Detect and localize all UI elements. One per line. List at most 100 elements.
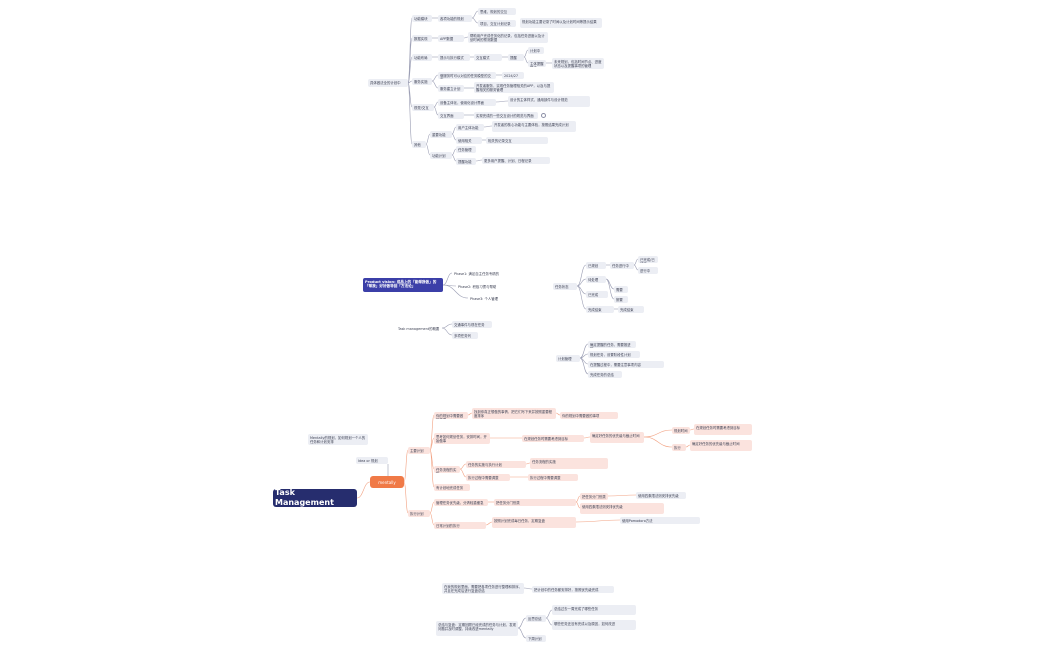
bottom-leaf-node[interactable]: 按照计划完成每日任务，定期复盘 <box>492 517 576 528</box>
top-subbranch-node[interactable]: 重要功能 <box>430 131 452 138</box>
bottom-leaf-node[interactable]: 确定好任务的优先级与截止时间 <box>690 440 752 451</box>
status-node[interactable]: 进行中 <box>638 267 658 274</box>
top-branch-node[interactable]: 数据实现 <box>412 35 432 42</box>
top-leaf-node[interactable]: 更多用户提醒、计划、日程记录 <box>482 157 550 164</box>
vision-phase-item[interactable]: Phase2: 积极习惯与帮助 <box>458 284 497 289</box>
top-leaf-node[interactable]: 任务管理 <box>456 146 476 153</box>
top-subbranch-node[interactable]: APP数据 <box>438 35 464 42</box>
collapse-toggle-icon[interactable] <box>541 113 546 118</box>
status-node[interactable]: 完成结束 <box>586 306 614 313</box>
footer-sub-node[interactable]: 下周计划 <box>526 635 546 642</box>
ideas-item[interactable]: 规划任务，设置阶段性计划 <box>588 351 640 358</box>
ideas-item[interactable]: 在提醒过程中，需要注意事项内容 <box>588 361 664 368</box>
top-branch-node[interactable]: 服务实施 <box>412 78 432 85</box>
bottom-leaf-node[interactable]: 在规划任务时需要考虑到目标 <box>522 435 584 442</box>
top-leaf-node[interactable]: 未来规划，包括时间节点、进度状态以及提醒事项的管理 <box>552 58 604 69</box>
bottom-leaf-node[interactable]: 在规划任务时需要考虑到目标 <box>694 424 752 435</box>
footer-note-child[interactable]: 把计划中的任务都安排好，按照优先级完成 <box>532 586 614 593</box>
bottom-leaf-node[interactable]: 使用Pomodoro方法 <box>620 517 700 524</box>
tm-approach-node[interactable]: Task management的概要 <box>398 326 440 331</box>
footer-sub-node[interactable]: 反思总结 <box>526 615 546 622</box>
bottom-leaf-node[interactable]: 把任务分门别类 <box>580 493 608 500</box>
top-leaf-node[interactable]: 帮助用户完成任务化的记录，包括任务进度以及计划时间的预测数据 <box>468 32 548 43</box>
top-leaf-node[interactable]: 相关的记录交互 <box>486 137 548 144</box>
top-subbranch-node[interactable]: 设备主体化，使用化设计界面 <box>438 99 496 106</box>
bottom-branch-node[interactable]: 执行计划 <box>408 510 430 517</box>
footer-leaf-node[interactable]: 总结过去一周完成了哪些任务 <box>552 605 636 615</box>
top-subbranch-node[interactable]: 各项功能的规划 <box>438 15 472 22</box>
status-node[interactable]: 完成结束 <box>618 306 644 313</box>
bottom-leaf-node[interactable]: 使用四象限法则安排优先级 <box>580 503 664 514</box>
connector-line <box>517 627 527 639</box>
top-branch-node[interactable]: 视觉/交互 <box>412 104 434 111</box>
bottom-leaf-node[interactable]: 把任务分门别类 <box>494 499 576 506</box>
top-leaf-node[interactable]: 设计的主体样式、通用部件与设计规范 <box>508 96 590 107</box>
ideas-item[interactable]: 确定提醒的任务，需要推进的 <box>588 341 636 348</box>
bottom-sub-node[interactable]: 管理任务优先级，分清轻重缓急 <box>434 499 488 506</box>
vision-phase-item[interactable]: Phase1: 满足自主任务专精的 <box>454 271 500 276</box>
bottom-leaf-node[interactable]: 你的规划中需要做的事项 <box>560 412 618 419</box>
top-leaf-node[interactable]: 思维、规划的交互 <box>478 8 516 15</box>
top-center-node[interactable]: 具体做法全的计划中 <box>368 79 408 87</box>
top-leaf-node[interactable]: 使用相关 <box>456 137 482 144</box>
top-branch-node[interactable]: 功能布局 <box>412 54 432 61</box>
product-vision-node[interactable]: Product vision: 成品上的「能帮我做」的「帮我」好好做导回「方法论… <box>363 278 443 292</box>
top-subbranch-node[interactable]: 服务建立计划 <box>438 85 464 92</box>
bottom-sub-node[interactable]: 你的规划中需要做的事项 <box>434 412 468 419</box>
top-leaf-node[interactable]: 提醒功能 <box>456 158 476 165</box>
ideas-hub-node[interactable]: 计划管理 <box>556 355 580 362</box>
tm-approach-item[interactable]: 交通事件与现在任务 <box>452 321 492 328</box>
status-node[interactable]: 已完成/已结束 <box>638 256 658 263</box>
top-leaf-node[interactable]: 主体提醒模块 <box>528 60 546 67</box>
top-leaf-node[interactable]: 计划中 <box>528 47 544 54</box>
bottom-leaf-node[interactable]: 任务的实施与执行计划 <box>466 461 526 468</box>
bottom-branch-node[interactable]: 主要计划 <box>408 447 430 454</box>
status-node[interactable]: 任务进行中 <box>610 262 634 269</box>
top-subbranch-node[interactable]: 交互界面 <box>438 112 464 119</box>
top-subbranch-node[interactable]: 提示与执行模式 <box>438 54 470 61</box>
bottom-leaf-node[interactable]: 找到你真正想做的事情，把它们写下来并按照重要程度排序 <box>472 408 556 419</box>
footer-note[interactable]: 总结与复盘：定期回顾已经完成的任务与计划，发现问题并及时调整，持续改进menta… <box>436 621 518 636</box>
connector-line <box>441 327 453 336</box>
top-leaf-node[interactable]: 开发者的核心功能与主要体验，按照结果完成计划 <box>492 121 576 132</box>
ideas-item[interactable]: 完成任务的总结 <box>588 371 622 378</box>
top-leaf-node[interactable]: 规划功能主要记录了时间以及计划时间等提示结果 <box>520 18 602 28</box>
status-node[interactable]: 需要 <box>614 286 628 293</box>
tm-approach-item[interactable]: 多项任务列 <box>452 332 478 339</box>
bottom-sub-node[interactable]: 思考如何规划任务，安排时间，开始做事 <box>434 433 490 444</box>
root-topic-task-management[interactable]: Task Management <box>273 489 357 507</box>
top-leaf-node[interactable]: 用户主体功能 <box>456 124 484 131</box>
left-note[interactable]: Mentally的规划，如何规划一个人的任务和计划安排 <box>308 434 368 445</box>
top-leaf-node[interactable]: 2024/27 <box>502 72 524 79</box>
status-node[interactable]: 已完成 <box>586 291 608 298</box>
top-leaf-node[interactable]: 开发者服务，实现任务管理相关的APP，以及与提醒相关的服务管理 <box>474 82 554 93</box>
left-note[interactable]: Idea or 规划 <box>356 457 388 464</box>
vision-phase-item[interactable]: Phase3: 个人管理 <box>470 296 499 301</box>
bottom-sub-node[interactable]: 有计划地完成任务 <box>434 484 470 491</box>
top-leaf-node[interactable]: 项目、交互计划记录 <box>478 20 516 27</box>
top-subbranch-node[interactable]: 交互模式 <box>474 54 502 61</box>
top-branch-node[interactable]: 功能模块 <box>412 15 432 22</box>
mentally-hub-node[interactable]: mentally <box>370 476 404 488</box>
status-node[interactable]: 已规划 <box>586 262 606 269</box>
top-subbranch-node[interactable]: 功能计划 <box>430 152 452 159</box>
bottom-leaf-node[interactable]: 确定好任务的优先级与截止时间 <box>590 432 644 443</box>
footer-leaf-node[interactable]: 哪些任务还没有完成以及原因，如何改进 <box>552 620 636 630</box>
bottom-leaf-node[interactable]: 执行过程中需要调整 <box>528 474 578 481</box>
top-branch-node[interactable]: 其他 <box>412 141 426 148</box>
top-leaf-node[interactable]: 提醒 <box>508 54 524 61</box>
status-hub-node[interactable]: 任务状态 <box>553 283 577 290</box>
top-leaf-node[interactable]: 实现完成的一些交互设计的规范与界面 <box>474 112 538 119</box>
footer-note[interactable]: 在我的规划里面，需要把各项任务进行整理和排序，并且在完成后进行复盘总结 <box>442 583 524 594</box>
bottom-leaf-node[interactable]: 使用四象限法则安排优先级 <box>636 492 686 499</box>
status-node[interactable]: 搁置 <box>614 296 628 303</box>
bottom-leaf-node[interactable]: 任务流程的实施 <box>530 458 608 469</box>
bottom-leaf-node[interactable]: 执行过程中需要调整 <box>466 474 510 481</box>
status-node[interactable]: 待处理 <box>586 276 606 283</box>
bottom-sub-node[interactable]: 任务流程的实施 <box>434 466 460 473</box>
bottom-leaf-node[interactable]: 规划时间 <box>672 427 690 434</box>
top-subbranch-node[interactable]: 做服务时可以对应的任务模型的交互 <box>438 72 496 79</box>
bottom-leaf-node[interactable]: 执行 <box>672 444 686 451</box>
connector-line <box>403 449 409 483</box>
bottom-sub-node[interactable]: 日常计划的执行 <box>434 522 486 529</box>
